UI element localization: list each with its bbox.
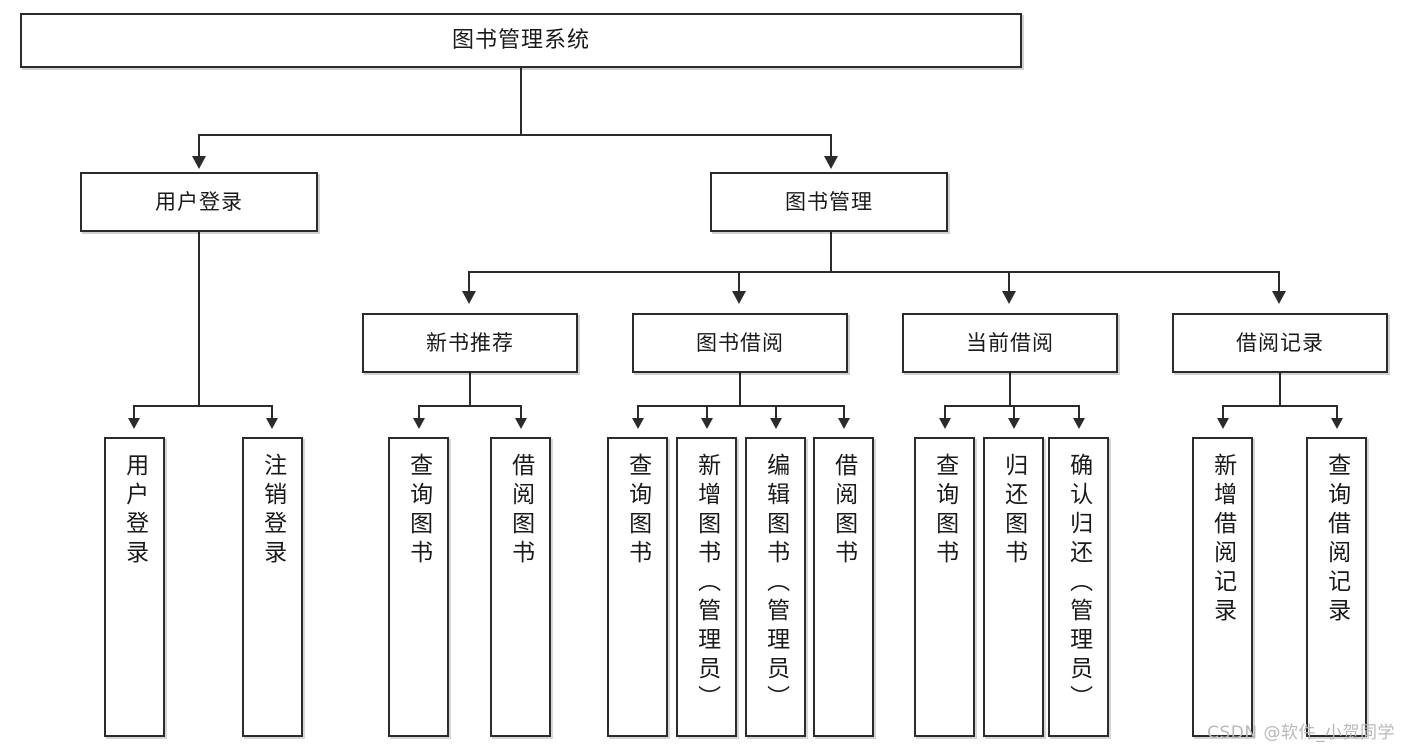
leaf-label: 注销登录 bbox=[259, 453, 286, 569]
arrow-to-new-book-recommend bbox=[462, 291, 476, 304]
node-new-book-recommend[interactable]: 新书推荐 bbox=[362, 313, 578, 373]
leaf-book-borrow-add[interactable]: 新增图书（管理员） bbox=[676, 437, 737, 737]
arrow-to-book-management bbox=[824, 156, 838, 169]
node-label: 用户登录 bbox=[155, 189, 243, 214]
leaf-new-book-borrow[interactable]: 借阅图书 bbox=[490, 437, 551, 737]
leaf-label: 查询图书 bbox=[405, 453, 432, 569]
csdn-watermark: CSDN @软件_小贺同学 bbox=[1207, 723, 1395, 743]
node-book-management-system[interactable]: 图书管理系统 bbox=[20, 13, 1022, 68]
connector-current-borrow-stem bbox=[1009, 373, 1011, 406]
leaf-current-borrow-query[interactable]: 查询图书 bbox=[914, 437, 975, 737]
connector-book-borrow-leaf-1 bbox=[706, 405, 708, 420]
node-book-borrow[interactable]: 图书借阅 bbox=[632, 313, 848, 373]
leaf-label: 新增借阅记录 bbox=[1209, 453, 1236, 627]
leaf-label: 归还图书 bbox=[1000, 453, 1027, 569]
leaf-book-borrow-edit[interactable]: 编辑图书（管理员） bbox=[745, 437, 806, 737]
node-book-management[interactable]: 图书管理 bbox=[710, 172, 948, 232]
arrow-leaf-user-login-0 bbox=[128, 418, 140, 429]
node-current-borrow[interactable]: 当前借阅 bbox=[902, 313, 1118, 373]
node-user-login[interactable]: 用户登录 bbox=[80, 172, 318, 232]
connector-borrow-record-leaf-0 bbox=[1222, 405, 1224, 420]
leaf-label: 借阅图书 bbox=[830, 453, 857, 569]
leaf-label: 用户登录 bbox=[121, 453, 148, 569]
leaf-new-book-query[interactable]: 查询图书 bbox=[388, 437, 449, 737]
arrow-to-user-login bbox=[192, 156, 206, 169]
node-label: 图书管理 bbox=[785, 189, 873, 214]
arrow-to-book-borrow bbox=[732, 291, 746, 304]
connector-book-borrow-leaf-0 bbox=[637, 405, 639, 420]
connector-user-login-leaf-0 bbox=[133, 405, 135, 420]
node-label: 借阅记录 bbox=[1236, 330, 1324, 355]
arrow-leaf-current-borrow-2 bbox=[1073, 418, 1085, 429]
connector-new-book-leaf-0 bbox=[418, 405, 420, 420]
leaf-label: 查询借阅记录 bbox=[1323, 453, 1350, 627]
connector-bm-to-new-book bbox=[468, 271, 470, 293]
arrow-leaf-new-book-1 bbox=[515, 418, 527, 429]
node-borrow-record[interactable]: 借阅记录 bbox=[1172, 313, 1388, 373]
connector-new-book-leaf-1 bbox=[520, 405, 522, 420]
connector-root-to-user-login bbox=[198, 134, 200, 158]
leaf-book-borrow-query[interactable]: 查询图书 bbox=[607, 437, 668, 737]
arrow-leaf-borrow-record-0 bbox=[1217, 418, 1229, 429]
connector-book-management-stem bbox=[830, 232, 832, 272]
leaf-borrow-record-add[interactable]: 新增借阅记录 bbox=[1192, 437, 1253, 737]
connector-book-management-bus bbox=[468, 271, 1280, 273]
node-label: 新书推荐 bbox=[426, 330, 514, 355]
arrow-leaf-current-borrow-0 bbox=[939, 418, 951, 429]
connector-borrow-record-leaf-1 bbox=[1336, 405, 1338, 420]
node-label: 当前借阅 bbox=[966, 330, 1054, 355]
connector-book-borrow-leaf-3 bbox=[843, 405, 845, 420]
connector-user-login-leaf-1 bbox=[271, 405, 273, 420]
arrow-leaf-book-borrow-0 bbox=[632, 418, 644, 429]
node-label: 图书借阅 bbox=[696, 330, 784, 355]
connector-root-bus bbox=[198, 134, 832, 136]
connector-user-login-bus bbox=[133, 405, 271, 407]
leaf-book-borrow-borrow[interactable]: 借阅图书 bbox=[813, 437, 874, 737]
arrow-leaf-book-borrow-3 bbox=[838, 418, 850, 429]
arrow-to-borrow-record bbox=[1272, 291, 1286, 304]
connector-root-to-book-management bbox=[830, 134, 832, 158]
connector-current-borrow-bus bbox=[944, 405, 1080, 407]
connector-book-borrow-stem bbox=[739, 373, 741, 406]
leaf-current-borrow-return[interactable]: 归还图书 bbox=[983, 437, 1044, 737]
leaf-user-login-logout[interactable]: 注销登录 bbox=[242, 437, 303, 737]
leaf-user-login-login[interactable]: 用户登录 bbox=[104, 437, 165, 737]
leaf-label: 查询图书 bbox=[624, 453, 651, 569]
arrow-leaf-new-book-0 bbox=[413, 418, 425, 429]
arrow-leaf-book-borrow-1 bbox=[701, 418, 713, 429]
connector-bm-to-current-borrow bbox=[1008, 271, 1010, 293]
leaf-label: 编辑图书（管理员） bbox=[762, 453, 789, 714]
connector-book-borrow-bus bbox=[637, 405, 845, 407]
arrow-leaf-book-borrow-2 bbox=[770, 418, 782, 429]
leaf-current-borrow-confirm-return[interactable]: 确认归还（管理员） bbox=[1048, 437, 1109, 737]
leaf-label: 查询图书 bbox=[931, 453, 958, 569]
connector-user-login-stem bbox=[198, 232, 200, 406]
connector-current-borrow-leaf-2 bbox=[1078, 405, 1080, 420]
connector-new-book-bus bbox=[418, 405, 522, 407]
leaf-label: 借阅图书 bbox=[507, 453, 534, 569]
connector-current-borrow-leaf-1 bbox=[1013, 405, 1015, 420]
arrow-leaf-borrow-record-1 bbox=[1331, 418, 1343, 429]
arrow-leaf-current-borrow-1 bbox=[1008, 418, 1020, 429]
connector-root-stem bbox=[520, 68, 522, 135]
connector-borrow-record-stem bbox=[1279, 373, 1281, 406]
connector-book-borrow-leaf-2 bbox=[775, 405, 777, 420]
leaf-borrow-record-query[interactable]: 查询借阅记录 bbox=[1306, 437, 1367, 737]
connector-new-book-stem bbox=[469, 373, 471, 406]
arrow-to-current-borrow bbox=[1002, 291, 1016, 304]
connector-bm-to-book-borrow bbox=[738, 271, 740, 293]
connector-borrow-record-bus bbox=[1222, 405, 1338, 407]
leaf-label: 新增图书（管理员） bbox=[693, 453, 720, 714]
arrow-leaf-user-login-1 bbox=[266, 418, 278, 429]
leaf-label: 确认归还（管理员） bbox=[1065, 453, 1092, 714]
connector-bm-to-borrow-record bbox=[1278, 271, 1280, 293]
connector-current-borrow-leaf-0 bbox=[944, 405, 946, 420]
node-label: 图书管理系统 bbox=[451, 27, 590, 53]
